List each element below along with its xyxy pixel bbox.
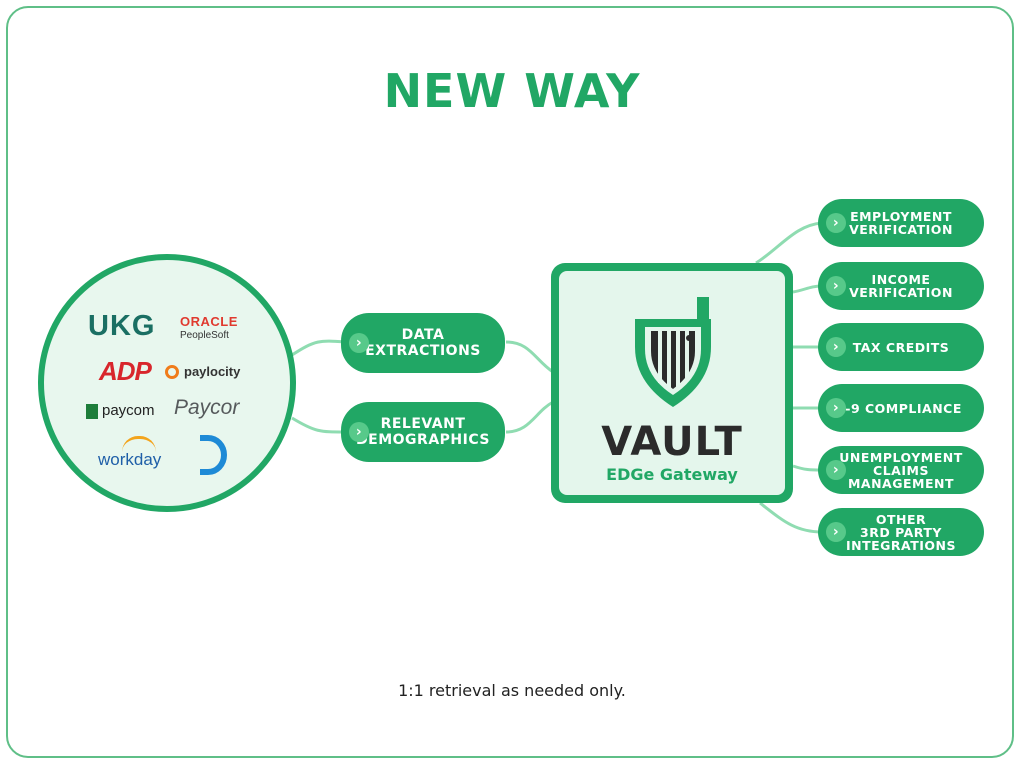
wire-demo-vault xyxy=(505,400,554,434)
card-frame xyxy=(6,6,1014,758)
paycom-logo: paycom xyxy=(102,402,155,419)
income-verification-pill: › INCOME VERIFICATION xyxy=(818,262,984,310)
wire-vault-out1 xyxy=(755,221,823,265)
wire-data-vault xyxy=(505,340,554,374)
output-label: INCOME VERIFICATION xyxy=(849,272,953,300)
vault-inner-panel: VAULT EDGe Gateway xyxy=(559,271,785,495)
d-shape-logo-icon xyxy=(200,435,227,475)
chevron-right-icon: › xyxy=(826,213,846,233)
caption-text: 1:1 retrieval as needed only. xyxy=(398,681,626,700)
page-title: NEW WAY xyxy=(383,64,641,118)
oracle-logo: ORACLE xyxy=(180,314,238,329)
tax-credits-pill: › TAX CREDITS xyxy=(818,323,984,371)
i9-compliance-pill: › I-9 COMPLIANCE xyxy=(818,384,984,432)
data-extractions-label: DATA EXTRACTIONS xyxy=(365,327,481,359)
output-label: I-9 COMPLIANCE xyxy=(840,400,962,416)
output-label: EMPLOYMENT VERIFICATION xyxy=(849,209,953,237)
paycom-icon xyxy=(86,404,98,419)
workday-logo: workday xyxy=(98,450,162,469)
chevron-right-icon: › xyxy=(826,276,846,296)
wire-logos-data xyxy=(291,339,346,357)
paylocity-icon xyxy=(165,365,179,379)
chevron-right-icon: › xyxy=(349,333,369,353)
adp-logo: ADP xyxy=(99,356,152,386)
chevron-right-icon: › xyxy=(349,422,369,442)
ukg-logo: UKG xyxy=(88,310,156,342)
unemployment-claims-pill: › UNEMPLOYMENT CLAIMS MANAGEMENT xyxy=(818,446,984,494)
vault-subtitle: EDGe Gateway xyxy=(606,465,738,484)
payroll-providers-circle: UKG ORACLE PeopleSoft ADP paylocity payc… xyxy=(38,254,296,512)
chevron-right-icon: › xyxy=(826,398,846,418)
chevron-right-icon: › xyxy=(826,460,846,480)
output-label: UNEMPLOYMENT CLAIMS MANAGEMENT xyxy=(839,449,963,491)
output-label: OTHER 3RD PARTY INTEGRATIONS xyxy=(845,511,957,553)
relevant-demographics-pill: › RELEVANT DEMOGRAPHICS xyxy=(341,402,505,462)
chevron-right-icon: › xyxy=(826,522,846,542)
vault-title: VAULT xyxy=(601,419,743,465)
paycor-logo: Paycor xyxy=(174,396,240,419)
wire-logos-demo xyxy=(291,416,346,434)
vault-gateway-box: VAULT EDGe Gateway xyxy=(551,263,793,503)
peoplesoft-label: PeopleSoft xyxy=(180,330,229,341)
output-label: TAX CREDITS xyxy=(852,339,950,355)
chevron-right-icon: › xyxy=(826,337,846,357)
workday-arc-icon xyxy=(122,436,156,452)
wire-vault-out6 xyxy=(759,501,823,534)
paylocity-logo: paylocity xyxy=(184,364,241,379)
employment-verification-pill: › EMPLOYMENT VERIFICATION xyxy=(818,199,984,247)
vault-shield-icon xyxy=(635,297,711,407)
data-extractions-pill: › DATA EXTRACTIONS xyxy=(341,313,505,373)
relevant-demographics-label: RELEVANT DEMOGRAPHICS xyxy=(356,416,490,448)
third-party-integrations-pill: › OTHER 3RD PARTY INTEGRATIONS xyxy=(818,508,984,556)
